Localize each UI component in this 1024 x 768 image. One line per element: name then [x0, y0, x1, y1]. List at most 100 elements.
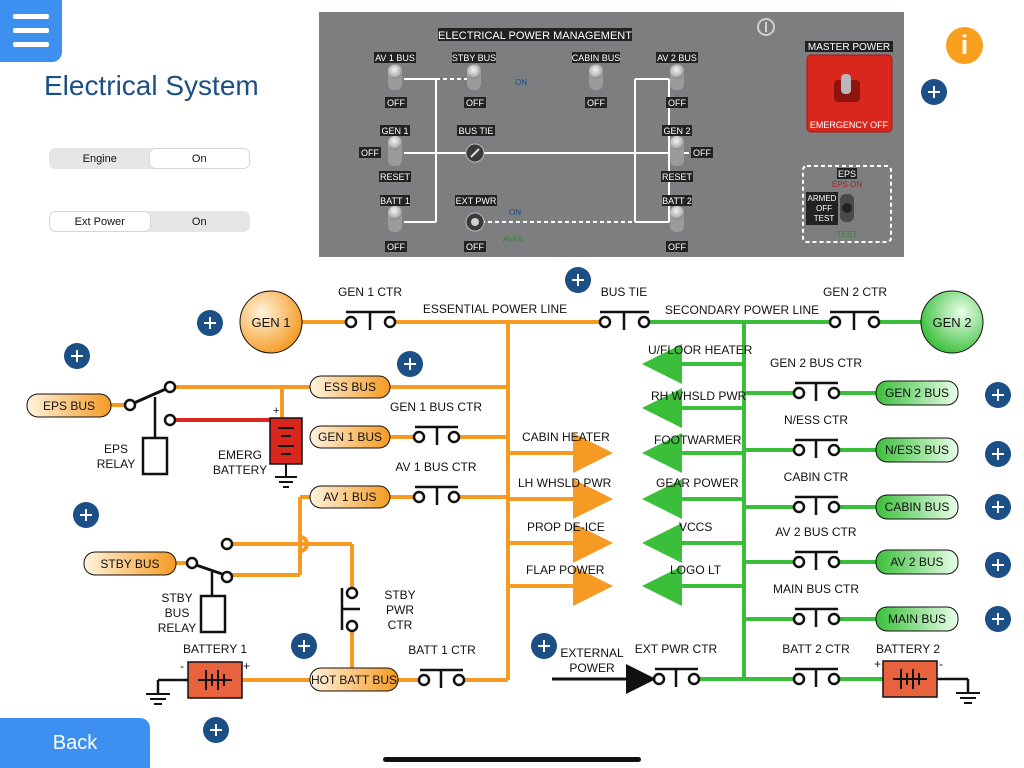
svg-text:EXT PWR: EXT PWR	[456, 196, 497, 206]
svg-text:GEN 1: GEN 1	[381, 126, 408, 136]
plus-button-main-bus[interactable]	[985, 606, 1011, 632]
plus-button-bus-tie[interactable]	[565, 267, 591, 293]
plus-button-master-power[interactable]	[921, 79, 947, 105]
ext-power-value[interactable]: On	[191, 215, 207, 228]
switch-stby-bus[interactable]: STBY BUS OFF	[452, 52, 496, 108]
svg-text:-: -	[180, 659, 184, 673]
plus-button-cabin-bus[interactable]	[985, 494, 1011, 520]
ext-power-control[interactable]: Ext Power On	[49, 211, 250, 232]
svg-text:BUS: BUS	[165, 606, 190, 620]
svg-text:GEN 2: GEN 2	[932, 315, 971, 330]
ext-avail-label: AVAIL	[503, 235, 525, 244]
svg-text:CABIN BUS: CABIN BUS	[572, 53, 621, 63]
svg-text:VCCS: VCCS	[679, 520, 712, 534]
switch-gen2[interactable]: GEN 2 OFF RESET	[661, 125, 713, 182]
plus-button-ness-bus[interactable]	[985, 441, 1011, 467]
bus-ess: ESS BUS	[309, 375, 391, 399]
plus-button-stby[interactable]	[73, 502, 99, 528]
svg-text:N/ESS CTR: N/ESS CTR	[784, 413, 848, 427]
contactors	[340, 310, 881, 688]
battery-2: BATTERY 2 + -	[874, 642, 980, 704]
eps-box	[802, 165, 892, 243]
svg-text:BATTERY 2: BATTERY 2	[876, 642, 940, 656]
svg-text:GEN 2: GEN 2	[663, 126, 690, 136]
svg-text:+: +	[874, 657, 881, 671]
svg-text:OFF: OFF	[693, 148, 711, 158]
switch-av2-bus[interactable]: AV 2 BUS OFF	[656, 52, 698, 108]
menu-button[interactable]	[0, 0, 62, 62]
svg-text:GEN 2 CTR: GEN 2 CTR	[823, 285, 887, 299]
svg-text:BATTERY: BATTERY	[213, 463, 267, 477]
panel-info-icon[interactable]	[757, 18, 775, 36]
svg-text:AV 1 BUS CTR: AV 1 BUS CTR	[395, 460, 476, 474]
panel-title: ELECTRICAL POWER MANAGEMENT	[438, 30, 632, 42]
svg-text:BUS TIE: BUS TIE	[459, 126, 494, 136]
emergency-off-button[interactable]: EMERGENCY OFF	[806, 54, 893, 133]
bus-gen1: GEN 1 BUS	[309, 425, 391, 449]
svg-text:OFF: OFF	[668, 242, 686, 252]
essential-power-wiring	[175, 320, 613, 682]
svg-text:U/FLOOR HEATER: U/FLOOR HEATER	[648, 343, 753, 357]
svg-text:OFF: OFF	[466, 242, 484, 252]
plus-button-hot-batt[interactable]	[291, 633, 317, 659]
bus-eps: EPS BUS	[26, 393, 112, 418]
svg-text:BATTERY 1: BATTERY 1	[183, 642, 247, 656]
svg-text:RELAY: RELAY	[158, 621, 196, 635]
svg-text:FLAP POWER: FLAP POWER	[526, 563, 605, 577]
eps-switch[interactable]	[840, 194, 854, 222]
back-button[interactable]: Back	[0, 718, 150, 768]
plus-button-ess-bus[interactable]	[397, 351, 423, 377]
plus-button-external-power[interactable]	[531, 633, 557, 659]
svg-text:AV 1 BUS: AV 1 BUS	[375, 53, 415, 63]
engine-value[interactable]: On	[149, 149, 249, 168]
plus-button-av2-bus[interactable]	[985, 552, 1011, 578]
svg-text:LH WHSLD PWR: LH WHSLD PWR	[518, 476, 612, 490]
svg-text:EPS: EPS	[104, 442, 128, 456]
svg-text:STBY BUS: STBY BUS	[100, 557, 159, 571]
svg-text:AV 2 BUS CTR: AV 2 BUS CTR	[775, 525, 856, 539]
svg-text:ESS BUS: ESS BUS	[324, 380, 376, 394]
engine-label[interactable]: Engine	[82, 152, 117, 165]
svg-text:PWR: PWR	[386, 603, 414, 617]
svg-text:OFF: OFF	[387, 98, 405, 108]
plus-button-eps[interactable]	[64, 343, 90, 369]
panel-wiring	[404, 78, 689, 223]
menu-icon	[13, 14, 49, 47]
svg-text:CTR: CTR	[388, 618, 413, 632]
svg-text:SECONDARY POWER LINE: SECONDARY POWER LINE	[665, 303, 819, 317]
svg-text:GEN 2 BUS: GEN 2 BUS	[885, 386, 949, 400]
svg-text:OFF: OFF	[668, 98, 686, 108]
switch-batt2[interactable]: BATT 2 OFF	[662, 195, 692, 252]
svg-text:POWER: POWER	[569, 661, 615, 675]
switch-av1-bus[interactable]: AV 1 BUS OFF	[374, 52, 416, 108]
svg-text:STBY: STBY	[384, 588, 415, 602]
svg-text:BATT 2: BATT 2	[662, 196, 692, 206]
svg-text:BATT 1 CTR: BATT 1 CTR	[408, 643, 476, 657]
ext-power-label[interactable]: Ext Power	[50, 212, 150, 231]
eps-relay: EPS RELAY	[97, 380, 177, 476]
info-icon: i	[960, 30, 969, 60]
svg-text:FOOTWARMER: FOOTWARMER	[654, 433, 742, 447]
eps-armed-label: ARMED	[808, 194, 837, 203]
ext-pwr-switch[interactable]: EXT PWR OFF	[455, 195, 497, 252]
switch-gen1[interactable]: GEN 1 OFF RESET	[359, 125, 411, 182]
bus-gen2: GEN 2 BUS	[875, 380, 959, 406]
plus-button-gen1[interactable]	[197, 310, 223, 336]
svg-text:BUS TIE: BUS TIE	[601, 285, 647, 299]
bus-av2: AV 2 BUS	[875, 549, 959, 575]
svg-text:GEAR POWER: GEAR POWER	[656, 476, 739, 490]
plus-button-battery1[interactable]	[203, 717, 229, 743]
engine-control[interactable]: Engine On	[49, 148, 250, 169]
bus-tie-switch[interactable]: BUS TIE	[457, 125, 495, 163]
svg-text:EXT PWR CTR: EXT PWR CTR	[635, 642, 718, 656]
svg-text:RELAY: RELAY	[97, 457, 135, 471]
switch-cabin-bus[interactable]: CABIN BUS OFF	[572, 52, 621, 108]
svg-text:GEN 1: GEN 1	[251, 315, 290, 330]
svg-text:ESSENTIAL POWER LINE: ESSENTIAL POWER LINE	[423, 302, 567, 316]
info-button[interactable]: i	[946, 27, 983, 64]
svg-text:OFF: OFF	[361, 148, 379, 158]
svg-text:AV 1 BUS: AV 1 BUS	[323, 490, 376, 504]
switch-batt1[interactable]: BATT 1 OFF	[380, 195, 410, 252]
plus-button-gen2-bus[interactable]	[985, 382, 1011, 408]
bus-cabin: CABIN BUS	[875, 494, 959, 520]
